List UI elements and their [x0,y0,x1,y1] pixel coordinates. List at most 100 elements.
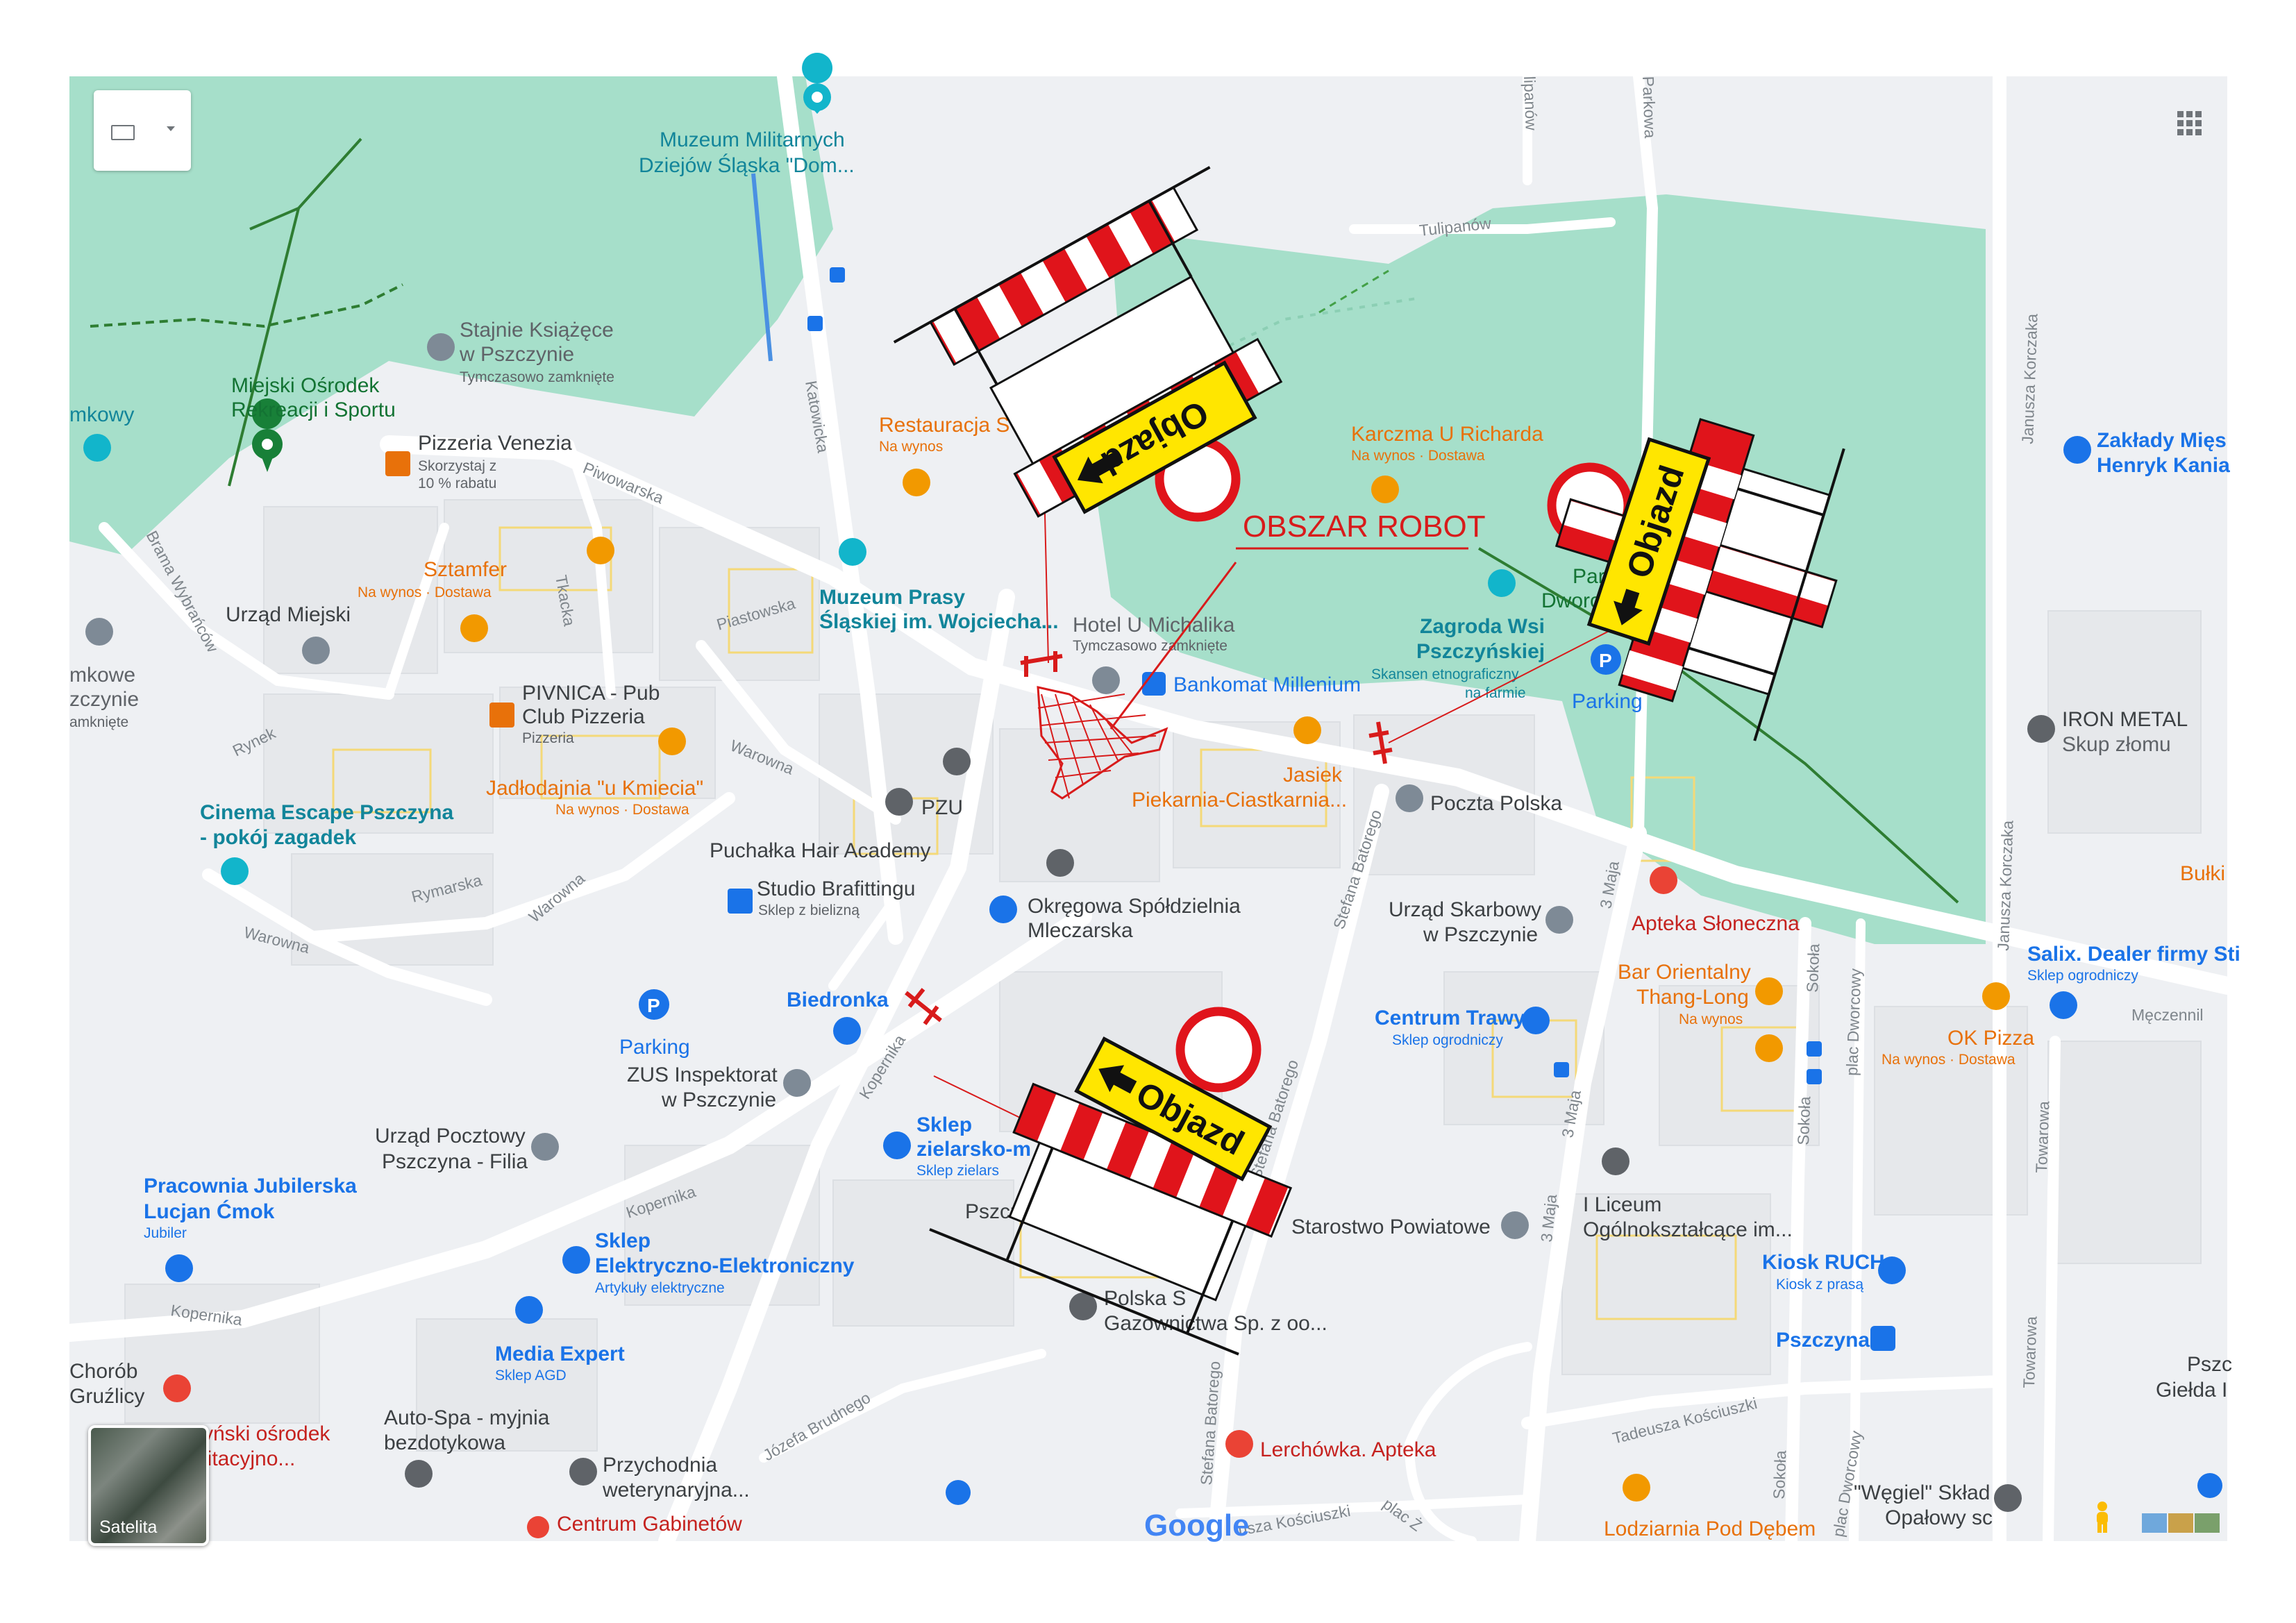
svg-text:Piekarnia-Ciastkarnia...: Piekarnia-Ciastkarnia... [1132,789,1347,812]
poi-liceum[interactable]: I Liceum Ogólnokształcące im... [1583,1147,1793,1241]
poi-karczma[interactable]: Karczma U Richarda Na wynos · Dostawa [1351,423,1543,503]
shop-icon[interactable] [946,1480,971,1505]
poi-cinema[interactable]: Cinema Escape Pszczyna - pokój zagadek [200,801,454,885]
shop-icon[interactable] [2197,1473,2222,1498]
svg-text:Sztamfer: Sztamfer [424,558,507,581]
poi-bulki[interactable]: Bułki [2180,862,2225,885]
svg-text:Sklep: Sklep [595,1229,651,1252]
poi-urzad-pocztowy[interactable]: Urząd Pocztowy Pszczyna - Filia [375,1125,559,1173]
poi-mkowe[interactable]: mkowe zczynie amknięte [69,618,139,730]
svg-text:Poczta Polska: Poczta Polska [1430,792,1562,815]
svg-text:Auto-Spa - myjnia: Auto-Spa - myjnia [384,1406,550,1429]
street-sokola-1: Sokoła [1803,943,1822,993]
pin-icon[interactable] [943,748,971,775]
poi-auto-spa[interactable]: Auto-Spa - myjnia bezdotykowa [384,1406,550,1488]
poi-puchalka[interactable]: Puchałka Hair Academy [710,839,931,862]
poi-pracownia[interactable]: Pracownia Jubilerska Lucjan Ćmok Jubiler [144,1175,357,1282]
poi-jasiek[interactable]: Jasiek Piekarnia-Ciastkarnia... [1132,716,1347,812]
poi-media-expert[interactable]: Media Expert Sklep AGD [495,1296,625,1384]
poi-restauracja[interactable]: Restauracja S Na wynos [879,414,1009,496]
park-dworcowy [1097,194,1986,944]
restaurant-icon [1293,716,1321,744]
svg-text:- pokój zagadek: - pokój zagadek [200,826,356,849]
grid-icon[interactable] [2176,110,2204,137]
google-logo: Google [1144,1508,1250,1542]
keyboard-icon [111,125,135,140]
poi-przychodnia[interactable]: Przychodnia weterynaryjna... [569,1454,750,1502]
poi-pszczyna-station[interactable]: Pszczyna [1776,1326,1895,1352]
svg-text:I Liceum: I Liceum [1583,1193,1661,1216]
poi-bar-orientalny[interactable]: Bar Orientalny Thang-Long Na wynos [1618,961,1783,1062]
poi-sklep-elektryczny[interactable]: Sklep Elektryczno-Elektroniczny Artykuły… [562,1229,855,1296]
poi-salix[interactable]: Salix. Dealer firmy Sti Sklep ogrodniczy [2027,943,2240,1019]
poi-apteka-sloneczna[interactable]: Apteka Słoneczna [1632,866,1800,935]
svg-text:zielarsko-m: zielarsko-m [916,1138,1031,1161]
poi-lodziarnia[interactable]: Lodziarnia Pod Dębem [1604,1474,1816,1540]
poi-jadlodajnia[interactable]: Jadłodajnia "u Kmiecia" Na wynos · Dosta… [486,728,703,818]
poi-miejski-osrodek[interactable]: Miejski Ośrodek Rekreacji i Sportu [231,374,396,472]
poi-layer[interactable]: Muzeum Militarnych Dziejów Śląska "Dom..… [69,53,2240,1540]
poi-pivnica[interactable]: PIVNICA - Pub Club Pizzeria Pizzeria [489,682,660,746]
poi-okregowa[interactable]: Okręgowa Spółdzielnia Mleczarska [989,849,1241,942]
poi-pizzeria-venezia[interactable]: Pizzeria Venezia Skorzystaj z 10 % rabat… [385,432,572,491]
barrier-bottom [929,1082,1293,1356]
poi-urzad-miejski[interactable]: Urząd Miejski [226,603,351,664]
poi-hotel[interactable]: Hotel U Michalika Tymczasowo zamknięte [1073,614,1235,694]
poi-urzad-skarbowy[interactable]: Urząd Skarbowy w Pszczynie [1389,898,1573,946]
poi-kiosk[interactable]: Kiosk RUCH Kiosk z prasą [1762,1251,1906,1293]
poi-bankomat[interactable]: Bankomat Millenium [1142,672,1361,696]
poi-centrum-trawy[interactable]: Centrum Trawy Sklep ogrodniczy [1375,1007,1550,1048]
camera-icon [221,857,249,885]
poi-wegiel[interactable]: "Węgiel" Skład Opałowy sc [1854,1481,2022,1529]
parking-icon [639,989,669,1020]
svg-text:Przychodnia: Przychodnia [603,1454,717,1477]
poi-parking-left[interactable]: P Parking [619,989,690,1059]
restaurant-icon[interactable] [460,614,488,642]
poi-poczta[interactable]: Poczta Polska [1396,784,1562,815]
poi-zagroda[interactable]: Zagroda Wsi Pszczyńskiej Skansen etnogra… [1371,569,1545,701]
poi-zus[interactable]: ZUS Inspektorat w Pszczynie [627,1063,811,1111]
poi-stajnie[interactable]: Stajnie Książęce w Pszczynie Tymczasowo … [427,319,614,385]
svg-text:OK Pizza: OK Pizza [1947,1027,2034,1050]
poi-osrodek[interactable]: yński ośrodek litacyjno... [163,1374,330,1470]
poi-sklep-zielarski[interactable]: Sklep zielarsko-m Sklep zielars [883,1113,1031,1179]
svg-text:Sklep: Sklep [916,1113,972,1136]
poi-centrum-gabinetow[interactable]: Centrum Gabinetów [527,1513,742,1538]
poi-starostwo[interactable]: Starostwo Powiatowe [1291,1211,1529,1239]
street-towarowa-2: Towarowa [2020,1316,2041,1389]
svg-text:Mleczarska: Mleczarska [1028,919,1133,942]
svg-text:Club Pizzeria: Club Pizzeria [522,705,645,728]
poi-mkowy[interactable]: mkowy [69,403,134,462]
poi-muzeum-prasy[interactable]: Muzeum Prasy Śląskiej im. Wojciecha... [819,538,1059,633]
poi-ok-pizza[interactable]: OK Pizza Na wynos · Dostawa [1882,982,2034,1068]
svg-text:"Węgiel" Skład: "Węgiel" Skład [1854,1481,1990,1504]
poi-studio[interactable]: Studio Brafittingu Sklep z bielizną [728,877,915,918]
svg-text:10 % rabatu: 10 % rabatu [418,476,496,491]
svg-text:Lerchówka. Apteka: Lerchówka. Apteka [1260,1438,1436,1461]
poi-pzu[interactable]: PZU [885,788,963,819]
imagery-thumbnails[interactable] [2142,1513,2220,1533]
pin-icon [885,788,913,816]
svg-text:Cinema Escape Pszczyna: Cinema Escape Pszczyna [200,801,454,824]
svg-text:Biedronka: Biedronka [787,989,889,1011]
restaurant-icon [385,451,410,476]
poi-iron-metal[interactable]: IRON METAL Skup złomu [2027,708,2188,756]
svg-text:Parking: Parking [619,1036,690,1059]
poi-parking-park[interactable]: P Parking [1572,644,1643,713]
poi-lerchowka[interactable]: Lerchówka. Apteka [1225,1430,1436,1461]
svg-text:Urząd Pocztowy: Urząd Pocztowy [375,1125,526,1147]
pegman-icon[interactable] [2090,1501,2114,1533]
svg-text:Rekreacji i Sportu: Rekreacji i Sportu [231,398,396,421]
poi-sztamfer[interactable]: Sztamfer Na wynos · Dostawa [358,537,614,600]
svg-text:litacyjno...: litacyjno... [203,1447,295,1470]
hospital-icon [163,1374,191,1402]
poi-biedronka[interactable]: Biedronka [787,989,889,1045]
map-type-control[interactable] [94,90,191,171]
poi-muzeum-militarnych[interactable]: Muzeum Militarnych Dziejów Śląska "Dom..… [639,53,855,177]
satellite-layer-toggle[interactable]: Satelita [88,1425,209,1546]
svg-text:mkowy: mkowy [69,403,134,426]
school-icon [1602,1147,1629,1175]
poi-zaklady-miesne[interactable]: Zakłady Mięs Henryk Kania [2063,429,2230,477]
svg-text:w Pszczynie: w Pszczynie [459,343,574,366]
